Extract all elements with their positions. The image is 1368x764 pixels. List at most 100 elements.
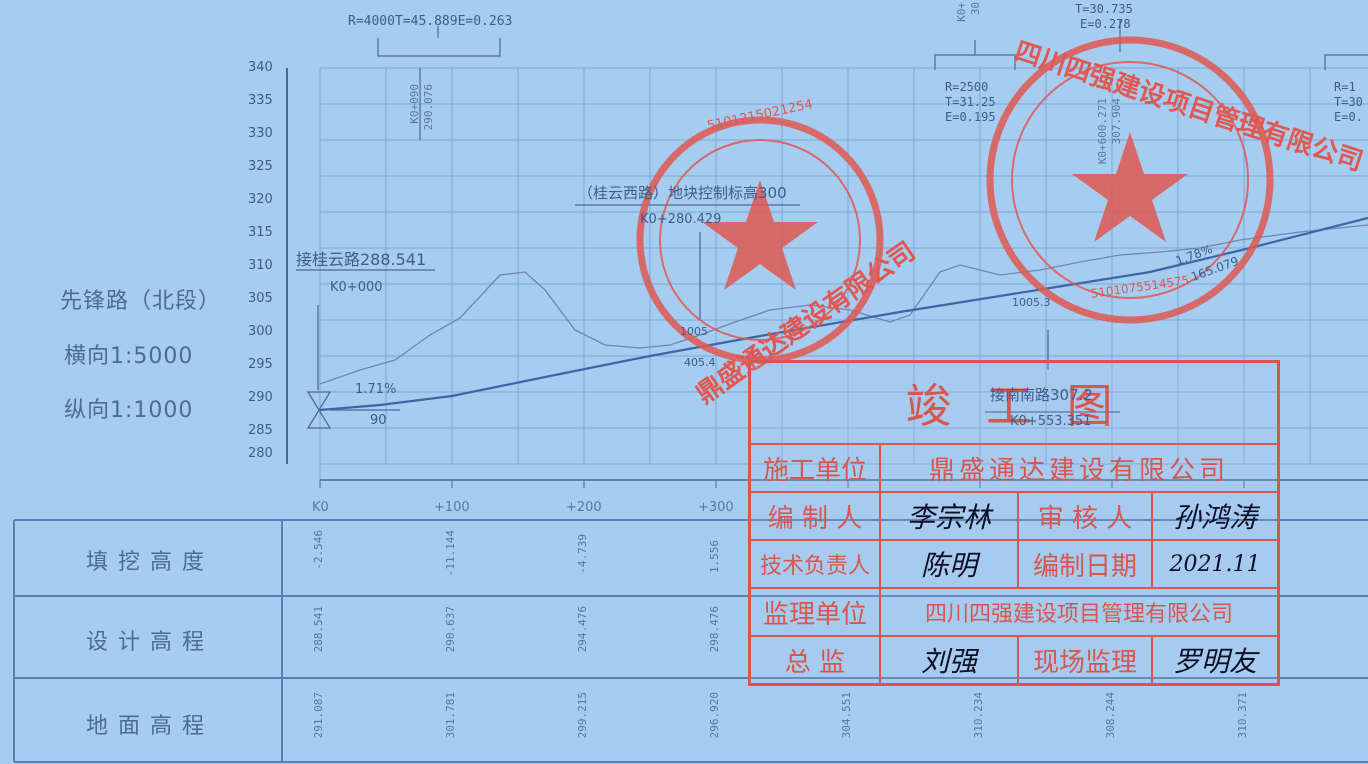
stamp-label-field: 现场监理 — [1019, 635, 1153, 683]
curve-kpoint: K0+090 — [408, 84, 421, 124]
stamp-row-tech: 技术负责人 陈明 编制日期 2021.11 — [751, 539, 1277, 587]
y-tick-label: 340 — [248, 60, 273, 75]
stamp-label-chief: 总 监 — [751, 635, 881, 683]
construction-company-seal — [636, 116, 884, 364]
grade-1: 1.71% — [355, 382, 397, 397]
table-cell: 290.637 — [444, 606, 457, 653]
curve-kpoint2-elev: 307.904 — [1110, 98, 1123, 145]
x-axis-tick-marks — [319, 480, 1245, 488]
table-cell: 299.215 — [576, 692, 589, 739]
data-table-lines — [13, 519, 1368, 763]
table-cell: 294.476 — [576, 606, 589, 653]
stamp-value-contractor: 鼎盛通达建设有限公司 — [881, 443, 1277, 491]
end-label: 接南南路307.2 — [990, 386, 1093, 404]
stamp-label-reviewer: 审 核 人 — [1019, 491, 1153, 539]
stamp-label-tech: 技术负责人 — [751, 539, 881, 587]
stamp-signature-tech: 陈明 — [881, 539, 1019, 587]
table-cell: 1.556 — [708, 540, 721, 574]
ground-profile-line — [319, 224, 1368, 385]
table-cell: -2.546 — [312, 530, 325, 570]
supervision-company-seal — [986, 36, 1274, 324]
table-cell: 291.087 — [312, 692, 325, 739]
curve-note-right-e: E=0. — [1334, 110, 1363, 124]
stamp-title-row: 竣 工 图 — [751, 363, 1277, 443]
y-tick-label: 300 — [248, 324, 273, 339]
stamp-row-chief: 总 监 刘强 现场监理 罗明友 — [751, 635, 1277, 683]
vertical-scale-label: 纵向1:1000 — [64, 398, 194, 423]
y-tick-label: 315 — [248, 225, 273, 240]
table-cell: -11.144 — [444, 530, 457, 577]
table-cell: 304.551 — [840, 692, 853, 739]
table-cell: 288.541 — [312, 606, 325, 653]
table-cell: -4.739 — [576, 534, 589, 574]
stamp-label-editor: 编 制 人 — [751, 491, 881, 539]
stamp-title: 竣 工 图 — [905, 379, 1123, 433]
end-marker — [985, 330, 1120, 413]
start-label: 接桂云路288.541 — [296, 250, 427, 269]
curve-kpoint-top: K0+ — [955, 2, 968, 22]
curve-kpoint2: K0+600.271 — [1096, 98, 1109, 165]
stamp-signature-editor: 李宗林 — [881, 491, 1019, 539]
row-label-cut-fill: 填挖高度 — [86, 550, 215, 575]
x-tick-label: +300 — [698, 500, 734, 515]
stamp-signature-chief: 刘强 — [881, 635, 1019, 683]
annotation-fragment: 1005 — [680, 325, 708, 338]
road-name-label: 先锋路（北段） — [60, 289, 222, 314]
x-tick-label: +200 — [566, 500, 602, 515]
horizontal-scale-label: 横向1:5000 — [64, 344, 194, 369]
stamp-row-supervisor: 监理单位 四川四强建设项目管理有限公司 — [751, 587, 1277, 635]
table-cell: 296.920 — [708, 692, 721, 739]
profile-grid — [319, 67, 1368, 480]
row-label-ground-elev: 地面高程 — [86, 714, 215, 739]
y-tick-label: 335 — [248, 93, 273, 108]
table-cell: 310.234 — [972, 692, 985, 739]
x-tick-label: +100 — [434, 500, 470, 515]
x-tick-label: K0 — [312, 500, 329, 515]
completion-drawing-stamp: 竣 工 图 施工单位 鼎盛通达建设有限公司 编 制 人 李宗林 审 核 人 孙鸿… — [748, 360, 1280, 686]
curve-note-2-r: R=2500 — [945, 80, 989, 94]
annotation-fragment: 405.4 — [684, 356, 716, 369]
curve-note-right-r: R=1 — [1334, 80, 1356, 94]
stamp-signature-field: 罗明友 — [1153, 635, 1277, 683]
table-cell: 301.781 — [444, 692, 457, 739]
y-tick-label: 295 — [248, 357, 273, 372]
stamp-label-contractor: 施工单位 — [751, 443, 881, 491]
table-cell: 298.476 — [708, 606, 721, 653]
curve-note-2-e: E=0.195 — [945, 110, 996, 124]
y-tick-label: 320 — [248, 192, 273, 207]
curve-kpoint-elev: 290.076 — [422, 84, 435, 131]
design-grade-line — [319, 216, 1368, 412]
table-cell: 308.244 — [1104, 692, 1117, 739]
curve-note-1: R=4000T=45.889E=0.263 — [348, 14, 513, 29]
stamp-signature-date: 2021.11 — [1153, 539, 1277, 587]
y-tick-label: 310 — [248, 258, 273, 273]
start-station: K0+000 — [330, 280, 383, 295]
end-station: K0+553.351 — [1010, 414, 1092, 429]
grade-1-length: 90 — [370, 413, 387, 428]
y-tick-label: 280 — [248, 446, 273, 461]
y-tick-label: 285 — [248, 423, 273, 438]
annotation-fragment: 1005.3 — [1012, 296, 1051, 309]
start-marker — [296, 269, 435, 429]
vertical-curve-brackets — [377, 20, 1368, 140]
row-label-design-elev: 设计高程 — [86, 630, 215, 655]
y-tick-label: 330 — [248, 126, 273, 141]
table-cell: 310.371 — [1236, 692, 1249, 739]
curve-note-3-e: E=0.278 — [1080, 17, 1131, 31]
stamp-value-supervisor: 四川四强建设项目管理有限公司 — [881, 587, 1277, 635]
control-station: K0+280.429 — [640, 212, 722, 227]
curve-kpoint-top2: 30 — [969, 2, 982, 16]
y-tick-label: 290 — [248, 390, 273, 405]
y-tick-label: 305 — [248, 291, 273, 306]
stamp-label-date: 编制日期 — [1019, 539, 1153, 587]
stamp-row-contractor: 施工单位 鼎盛通达建设有限公司 — [751, 443, 1277, 491]
stamp-label-supervisor: 监理单位 — [751, 587, 881, 635]
y-tick-label: 325 — [248, 159, 273, 174]
curve-note-3-t: T=30.735 — [1075, 2, 1133, 16]
curve-note-2-t: T=31.25 — [945, 95, 996, 109]
curve-note-right-t: T=30 — [1334, 95, 1363, 109]
control-label: （桂云西路）地块控制标高300 — [578, 184, 787, 202]
stamp-row-editor: 编 制 人 李宗林 审 核 人 孙鸿涛 — [751, 491, 1277, 539]
